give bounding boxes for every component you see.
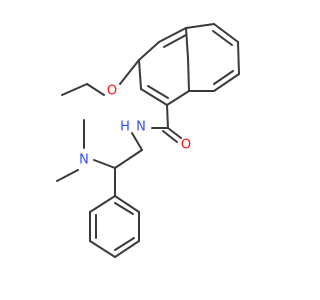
structure-diagram: O N H N O [56,23,240,258]
bond [89,240,116,258]
bond [138,59,142,90]
bond [213,73,240,92]
bond [213,23,239,43]
bond [237,41,240,75]
atom-label-oxygen-ether: O [107,84,117,99]
bond [89,195,116,213]
bond [147,85,169,99]
bond [131,132,143,151]
bond [114,202,134,215]
atom-label-nitrogen-amide: N [136,120,146,135]
atom-label-nitrogen-amine: N [79,153,89,168]
bond [86,83,105,96]
bond [213,70,234,85]
bond [163,34,187,48]
bond [138,41,160,61]
bond [114,195,140,213]
bond [140,88,168,106]
bond [166,90,190,106]
bond [56,169,79,182]
bond-lines [56,23,240,258]
bond [185,27,189,59]
bond [114,240,140,258]
bond [158,27,187,43]
atom-label-oxygen-carbonyl: O [181,138,191,153]
bond [114,149,143,169]
atom-label-hydrogen-amide: H [120,120,130,135]
bond [162,130,178,143]
atom-labels: O N H N O [79,84,191,168]
bond [93,159,116,169]
bond [187,57,190,92]
bond [167,127,182,139]
bond [114,237,135,251]
bond [166,104,169,129]
bond [185,23,215,29]
bond [61,83,88,96]
bond [119,59,140,85]
bond [212,30,233,46]
